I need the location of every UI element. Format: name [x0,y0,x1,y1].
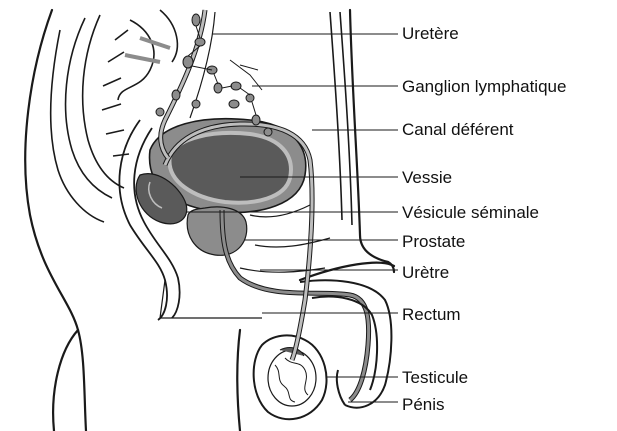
lymph-nodes [156,14,272,136]
back-contour [25,10,86,431]
label-bladder: Vessie [402,168,452,188]
label-prostate: Prostate [402,232,465,252]
label-vas-deferens: Canal déférent [402,120,514,140]
label-lymph-node: Ganglion lymphatique [402,77,566,97]
label-testicle: Testicule [402,368,468,388]
label-ureter: Uretère [402,24,459,44]
testicle-organ [254,335,327,419]
label-penis: Pénis [402,395,445,415]
label-rectum: Rectum [402,305,461,325]
abdomen-contour [350,10,388,262]
buttock-contour [53,330,78,431]
prostate-organ [187,207,247,255]
label-seminal-vesicle: Vésicule séminale [402,203,539,223]
leg-contour [237,330,240,431]
sacrum [51,15,129,222]
thigh-contour [300,263,394,280]
label-urethra: Urètre [402,263,449,283]
